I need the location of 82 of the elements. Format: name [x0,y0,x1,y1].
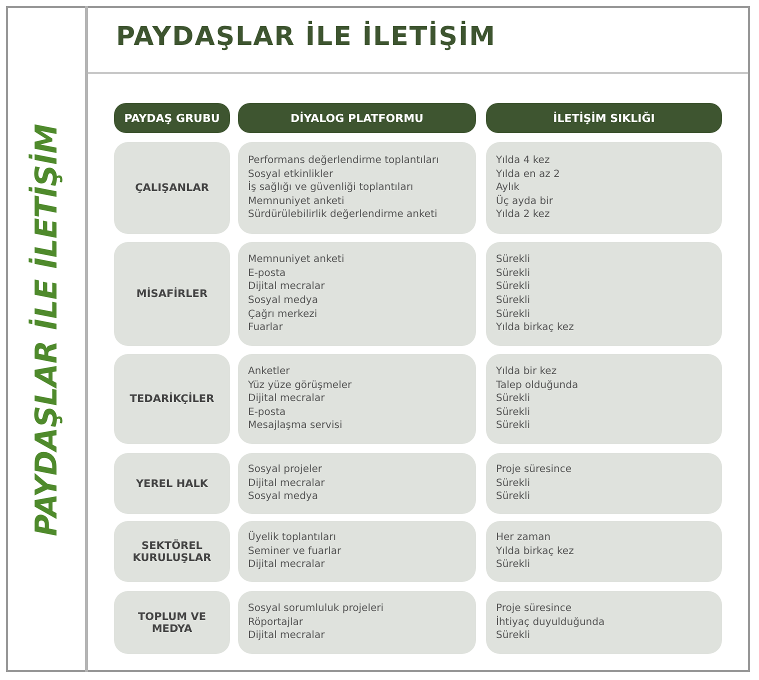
cell-text: Röportajlar [248,616,304,630]
cell-text: İhtiyaç duyulduğunda [496,616,606,630]
cell-text: İş sağlığı ve güvenliği toplantıları [248,181,414,195]
group-name: MİSAFİRLER [136,288,208,300]
table-cell [238,354,476,444]
cell-text: Dijital mecralar [248,392,326,406]
cell-text: Sosyal medya [248,490,319,504]
group-cell [114,354,230,444]
cell-text: Yılda 4 kez [496,154,551,168]
cell-text: Memnuniyet anketi [248,253,346,267]
table-cell [238,142,476,234]
cell-text: Sürekli [496,419,532,433]
vertical-heading: PAYDAŞLAR İLE İLETİŞİM [30,124,64,536]
group-name: SEKTÖREL KURULUŞLAR [132,540,212,564]
group-name: TOPLUM VE MEDYA [136,610,208,634]
cell-text: Sürekli [496,253,532,267]
cell-text: Fuarlar [248,321,284,335]
cell-text: Anketler [248,365,291,379]
group-cell [114,142,230,234]
diagram-title: PAYDAŞLAR İLE İLETİŞİM [116,22,496,52]
cell-text: Sosyal projeler [248,463,324,477]
cell-text: Aylık [496,181,520,194]
table-cell [486,142,722,234]
cell-text: Yılda bir kez [496,365,558,379]
cell-text: Proje süresince [496,602,573,616]
table-cell [238,521,476,582]
cell-text: Sürekli [496,280,532,294]
group-cell [114,453,230,514]
cell-text: Sosyal medya [248,294,319,308]
cell-text: Dijital mecralar [248,280,326,294]
table-cell [486,591,722,654]
cell-text: Dijital mecralar [248,629,326,643]
header-text: DİYALOG PLATFORMU [290,112,424,124]
table-cell [238,453,476,514]
group-name: ÇALIŞANLAR [135,182,209,194]
column-header [114,103,230,133]
cell-text: Yılda birkaç kez [496,544,575,558]
table-cell [486,242,722,346]
header-text: PAYDAŞ GRUBU [124,112,220,124]
cell-text: Talep olduğunda [496,378,580,392]
cell-text: Üç ayda bir [496,194,554,208]
table-cell [238,591,476,654]
cell-text: Sürekli [496,266,532,280]
cell-text: E-posta [248,266,287,280]
cell-text: Sürekli [496,392,532,406]
cell-text: Yılda 2 kez [496,208,551,222]
column-header [486,103,722,133]
cell-text: Yılda birkaç kez [496,321,575,335]
cell-text: Sürekli [496,629,532,643]
cell-text: E-posta [248,406,287,420]
cell-text: Sosyal sorumluluk projeleri [248,602,385,616]
cell-text: Sosyal etkinlikler [248,168,334,180]
cell-text: Dijital mecralar [248,558,326,572]
cell-text: Sürekli [496,558,532,572]
group-cell [114,242,230,346]
table-cell [486,354,722,444]
cell-text: Yılda en az 2 [496,168,561,182]
cell-text: Sürdürülebilirlik değerlendirme anketi [248,208,438,222]
cell-text: Üyelik toplantıları [248,531,338,545]
cell-text: Performans değerlendirme toplantıları [248,154,440,168]
cell-text: Dijital mecralar [248,476,326,490]
group-name: TEDARİKÇİLER [130,393,214,405]
cell-text: Memnuniyet anketi [248,194,346,208]
group-name: YEREL HALK [136,478,208,490]
cell-text: Yüz yüze görüşmeler [248,378,353,392]
group-cell [114,591,230,654]
cell-text: Sürekli [496,294,532,308]
header-text: İLETİŞİM SIKLIĞI [553,112,655,124]
cell-text: Her zaman [496,531,552,545]
cell-text: Mesajlaşma servisi [248,419,344,433]
cell-text: Sürekli [496,476,532,490]
group-cell [114,521,230,582]
cell-text: Sürekli [496,406,532,420]
column-header [238,103,476,133]
cell-text: Sürekli [496,490,532,504]
table-cell [486,453,722,514]
table-cell [238,242,476,346]
cell-text: Proje süresince [496,463,573,477]
cell-text: Seminer ve fuarlar [248,544,342,558]
cell-text: Çağrı merkezi [248,308,318,322]
cell-text: Sürekli [496,308,532,322]
table-cell [486,521,722,582]
